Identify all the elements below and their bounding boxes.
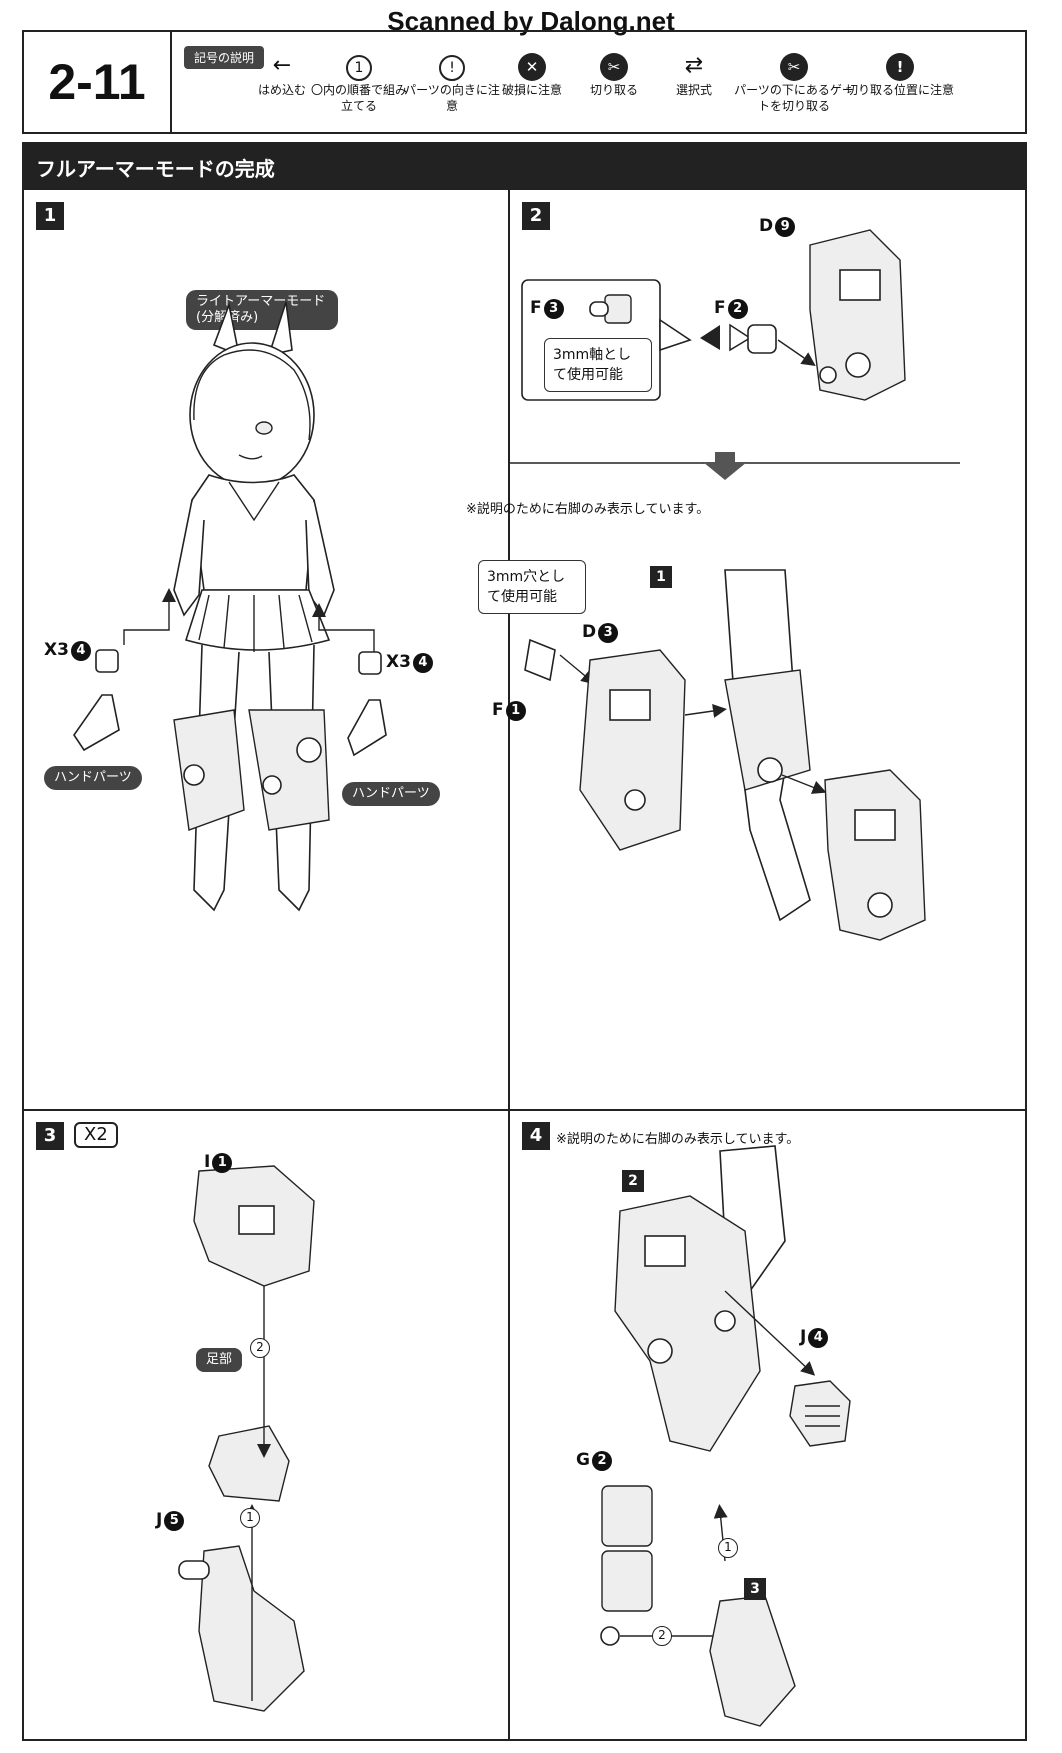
symbol-cut: ✂ 切り取る bbox=[564, 50, 664, 98]
sub-step-2-badge: 2 bbox=[622, 1170, 644, 1192]
step-4-illustration bbox=[600, 1145, 851, 1727]
step-1-badge: 1 bbox=[36, 202, 64, 230]
symbol-label: 破損に注意 bbox=[501, 83, 562, 97]
step-3-illustration bbox=[178, 1165, 315, 1712]
section-title: フルアーマーモードの完成 bbox=[22, 142, 1027, 188]
break-warning-icon: ✕ bbox=[518, 53, 546, 81]
step-3-badge: 3 bbox=[36, 1122, 64, 1150]
legend-title: 記号の説明 bbox=[184, 46, 265, 69]
instruction-header: 2-11 記号の説明 ← はめ込む 1 〇内の順番で組み立てる ! パーツの向き… bbox=[22, 30, 1027, 134]
order-1-icon: 1 bbox=[240, 1508, 260, 1528]
shaft-note: 3mm軸として使用可能 bbox=[544, 338, 652, 392]
symbol-order: 1 〇内の順番で組み立てる bbox=[309, 50, 409, 114]
right-leg-note: ※説明のために右脚のみ表示しています。 bbox=[556, 1132, 800, 1147]
cut-position-icon: ! bbox=[886, 53, 914, 81]
order-1-icon: 1 bbox=[718, 1538, 738, 1558]
hole-note: 3mm穴として使用可能 bbox=[478, 560, 586, 614]
symbol-label: 選択式 bbox=[675, 83, 712, 97]
hand-parts-label-left: ハンドパーツ bbox=[44, 766, 142, 790]
light-armor-mode-label: ライトアーマーモード(分解済み) bbox=[186, 290, 338, 330]
divider-horizontal bbox=[24, 1109, 1025, 1111]
step-4-badge: 4 bbox=[522, 1122, 550, 1150]
foot-label: 足部 bbox=[196, 1348, 243, 1372]
step-2-illustration bbox=[510, 229, 960, 941]
divider-vertical bbox=[508, 190, 510, 1739]
order-2-icon: 2 bbox=[250, 1338, 270, 1358]
steps-grid: 1 ライトアーマーモード(分解済み) bbox=[22, 188, 1027, 1741]
symbol-label: パーツの下にあるゲートを切り取る bbox=[734, 83, 854, 113]
gate-cut-icon: ✂ bbox=[780, 53, 808, 81]
sub-step-1-badge: 1 bbox=[650, 566, 672, 588]
symbol-label: 〇内の順番で組み立てる bbox=[310, 83, 407, 113]
figure-illustration bbox=[73, 301, 387, 912]
symbol-gate-cut: ✂ パーツの下にあるゲートを切り取る bbox=[734, 50, 854, 114]
symbol-label: 切り取る位置に注意 bbox=[845, 83, 954, 97]
step-2-badge: 2 bbox=[522, 202, 550, 230]
symbol-label: はめ込む bbox=[257, 83, 306, 97]
symbol-press-in: ← はめ込む bbox=[232, 50, 332, 98]
cut-icon: ✂ bbox=[600, 53, 628, 81]
symbol-label: 切り取る bbox=[589, 83, 638, 97]
symbol-choice: ⇄ 選択式 bbox=[644, 50, 744, 98]
choice-arrows-icon: ⇄ bbox=[684, 53, 704, 78]
order-2-icon: 2 bbox=[652, 1626, 672, 1646]
step-id: 2-11 bbox=[24, 32, 172, 132]
symbol-label: パーツの向きに注意 bbox=[404, 83, 500, 113]
circle-1-icon: 1 bbox=[346, 55, 372, 81]
multiplier-x2: X2 bbox=[74, 1122, 118, 1148]
sub-step-3-badge: 3 bbox=[744, 1578, 766, 1600]
hand-parts-label-right: ハンドパーツ bbox=[342, 782, 440, 806]
attention-icon: ! bbox=[439, 55, 465, 81]
symbol-break: ✕ 破損に注意 bbox=[482, 50, 582, 98]
symbol-orientation: ! パーツの向きに注意 bbox=[402, 50, 502, 114]
symbol-cut-position: ! 切り取る位置に注意 bbox=[842, 50, 958, 98]
arrow-left-icon: ← bbox=[272, 53, 292, 78]
right-leg-note: ※説明のために右脚のみ表示しています。 bbox=[466, 502, 710, 517]
